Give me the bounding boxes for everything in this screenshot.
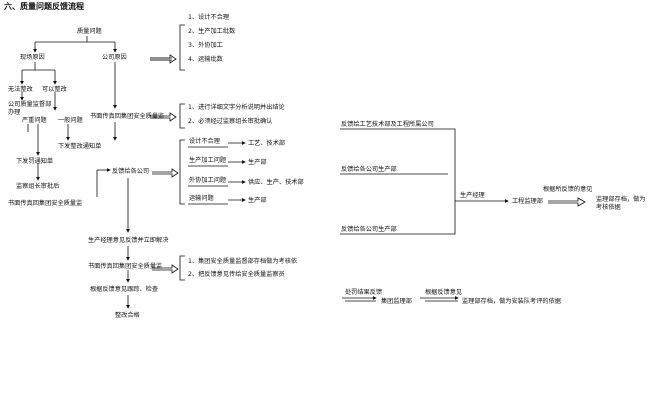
node-general-issue: 一般问题 — [58, 117, 83, 124]
double-arrow — [152, 168, 179, 178]
feedback-issue: 外协加工问题 — [189, 177, 227, 184]
node-feedback-company: 反馈给各公司 — [112, 168, 150, 175]
feedback-issue: 运输问题 — [189, 195, 214, 202]
node-serious-issue: 严重问题 — [22, 117, 47, 124]
analysis-item: 1、进行详细文字分析说明并出结论 — [188, 104, 285, 111]
node-issue-penalty: 下发罚通知单 — [16, 158, 54, 165]
cause-item: 4、运输纰数 — [188, 56, 223, 63]
node-qualified: 整改合格 — [115, 312, 140, 319]
node-can-rectify: 可以整改 — [42, 86, 67, 93]
node-production-manager: 生产经理意见反馈并立即解决 — [88, 237, 169, 244]
node-no-rectify: 无法整改 — [8, 86, 33, 93]
node-manager-review: 监察组长审批后 — [16, 183, 60, 190]
node-written-report: 书面传真回集团安全质量监 — [8, 200, 83, 207]
node-production-manager-right: 生产经理 — [460, 192, 485, 199]
cause-item: 3、外协加工 — [188, 42, 223, 49]
feedback-dept: 生产部 — [248, 159, 267, 166]
double-arrow — [152, 264, 179, 274]
double-arrow — [150, 54, 177, 64]
archive-item: 1、集团安全质量监督部存档做为考核依 — [188, 258, 298, 265]
node-engineering-supervisor: 工程监理部 — [512, 198, 543, 205]
feedback-dept: 生产部 — [248, 197, 267, 204]
page-title: 六、质量问题反馈流程 — [4, 2, 84, 11]
node-written-report-2: 书面传真回集团安全质量监 — [88, 263, 163, 270]
bracket — [179, 103, 185, 129]
bracket — [179, 24, 185, 71]
feedback-dept: 供应、生产、技术部 — [248, 179, 304, 186]
bracket — [179, 139, 185, 205]
double-arrow — [150, 112, 177, 122]
node-production-dept: 反馈给各公司生产部 — [341, 166, 397, 173]
node-archive-basis: 监理部存档，做为安装队考评的依据 — [462, 298, 561, 305]
cause-item: 1、设计不合理 — [188, 14, 230, 21]
archive-item: 2、把反馈意见传给安全质量监察员 — [188, 271, 285, 278]
node-written-report-group: 书面传真回集团安全质量监 — [90, 113, 165, 120]
feedback-issue: 生产加工问题 — [189, 157, 227, 164]
feedback-issue: 设计不合理 — [189, 138, 220, 145]
node-tech-dept: 反馈给工艺技术部及工程所属公司 — [341, 121, 434, 128]
analysis-item: 2、必须经过监察组长审批确认 — [188, 118, 273, 125]
node-handle-feedback: 处罚结果反馈 — [345, 289, 383, 296]
node-company-penalty: 公司质量监督部办理 — [8, 101, 52, 116]
cause-item: 2、生产加工纰数 — [188, 28, 236, 35]
node-follow-up: 根据反馈意见跟踪、检查 — [90, 286, 159, 293]
node-per-feedback-right: 根据所反馈的意见 — [543, 186, 593, 193]
node-per-feedback-bottom: 根据反馈意见 — [425, 289, 463, 296]
bracket — [179, 255, 185, 281]
node-site-cause: 现场原因 — [20, 54, 45, 61]
feedback-dept: 工艺、技术部 — [248, 140, 286, 147]
double-arrow — [548, 197, 586, 207]
node-company-production: 反馈给各公司生产部 — [341, 226, 397, 233]
node-group-supervisor: 集团监理部 — [381, 298, 412, 305]
bracket — [448, 128, 456, 235]
node-supervisor-archive: 监理部存档，做为考核依据 — [596, 196, 646, 211]
node-company-cause: 公司原因 — [102, 54, 127, 61]
node-issue-rectify: 下发整改通知单 — [58, 143, 102, 150]
node-quality-issue: 质量问题 — [77, 28, 102, 35]
